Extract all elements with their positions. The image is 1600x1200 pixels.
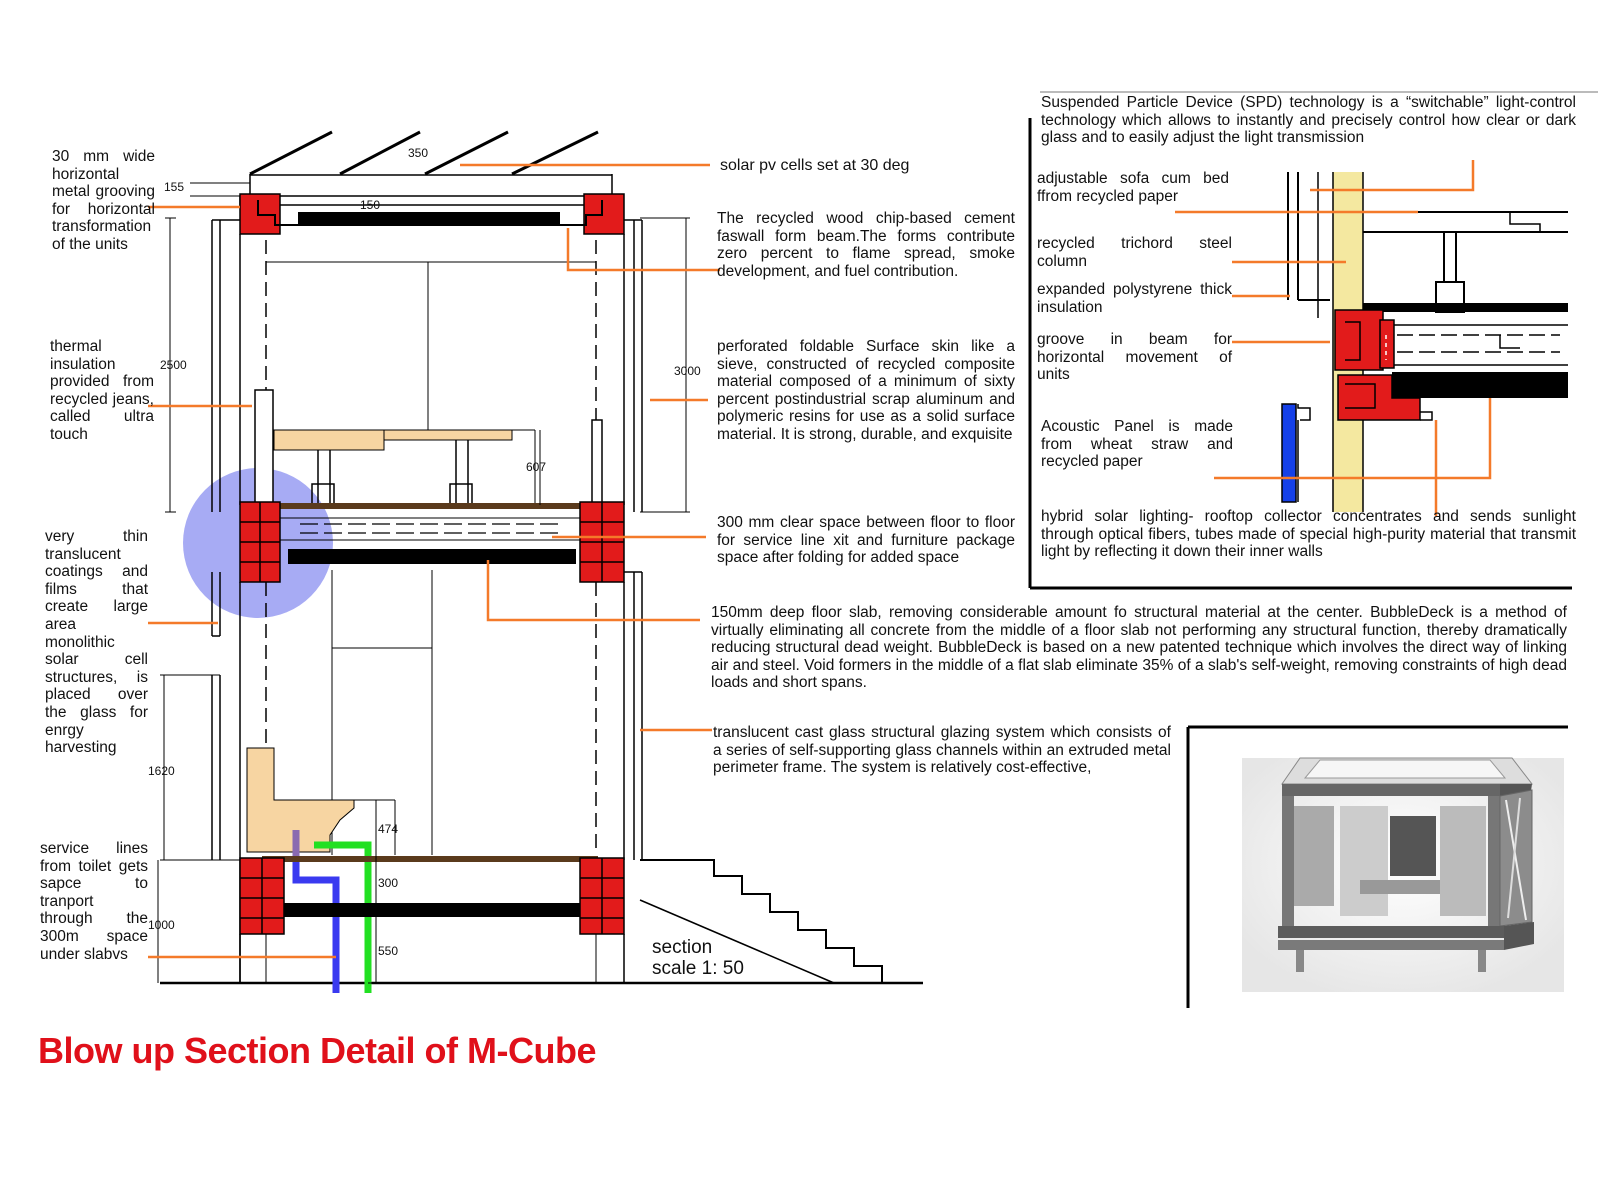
dim-3000: 3000: [674, 364, 701, 378]
note-groove: groove in beam for horizontal movement o…: [1037, 331, 1232, 384]
lower-furniture: [246, 747, 396, 855]
m-cube-3d-render: [1242, 757, 1564, 992]
dim-155: 155: [164, 180, 185, 194]
beam-detail: [1281, 172, 1568, 512]
dim-350: 350: [408, 146, 429, 160]
note-clear-space: 300 mm clear space between floor to floo…: [717, 514, 1015, 567]
note-insulation: thermal insulation provided from recycle…: [50, 338, 154, 443]
lower-walls: [211, 570, 643, 983]
roof-slab: [239, 193, 625, 235]
note-spd: Suspended Particle Device (SPD) technolo…: [1041, 94, 1576, 147]
note-acoustic: Acoustic Panel is made from wheat straw …: [1041, 418, 1233, 471]
solar-panels: [190, 130, 613, 197]
note-solar: solar pv cells set at 30 deg: [720, 157, 910, 174]
upper-furniture: [273, 429, 536, 507]
note-service: service lines from toilet gets sapce to …: [40, 840, 148, 963]
dim-474: 474: [378, 822, 399, 836]
note-skin: perforated foldable Surface skin like a …: [717, 338, 1015, 443]
note-sofa: adjustable sofa cum bed ffrom recycled p…: [1037, 170, 1229, 205]
dim-550: 550: [378, 944, 399, 958]
note-grooving: 30 mm wide horizontal metal grooving for…: [52, 148, 155, 253]
dim-1620: 1620: [148, 764, 175, 778]
upper-walls: [211, 219, 643, 512]
bottom-floor-slab: [239, 856, 625, 983]
stairs: [640, 859, 906, 984]
note-glazing: translucent cast glass structural glazin…: [713, 724, 1171, 777]
note-column: recycled trichord steel column: [1037, 235, 1232, 270]
note-hybrid: hybrid solar lighting- rooftop collector…: [1041, 508, 1576, 561]
note-polystyrene: expanded polystyrene thick insulation: [1037, 281, 1232, 316]
dim-607: 607: [526, 460, 547, 474]
dim-300: 300: [378, 876, 399, 890]
note-slab: 150mm deep floor slab, removing consider…: [711, 604, 1567, 692]
middle-floor-slab: [239, 501, 625, 583]
dim-1000: 1000: [148, 918, 175, 932]
scale-label: scale 1: 50: [652, 958, 744, 979]
detail-frame: [1028, 91, 1598, 1008]
section-label: section: [652, 937, 713, 958]
dim-150: 150: [360, 198, 381, 212]
note-coatings: very thin translucent coatings and films…: [45, 528, 148, 757]
leader-lines: [148, 163, 720, 959]
dimension-lines: [157, 217, 690, 984]
detail-leader-lines: [1175, 160, 1492, 516]
note-faswall: The recycled wood chip-based cement fasw…: [717, 210, 1015, 280]
dim-2500: 2500: [160, 358, 187, 372]
page-title: Blow up Section Detail of M-Cube: [38, 1030, 597, 1071]
